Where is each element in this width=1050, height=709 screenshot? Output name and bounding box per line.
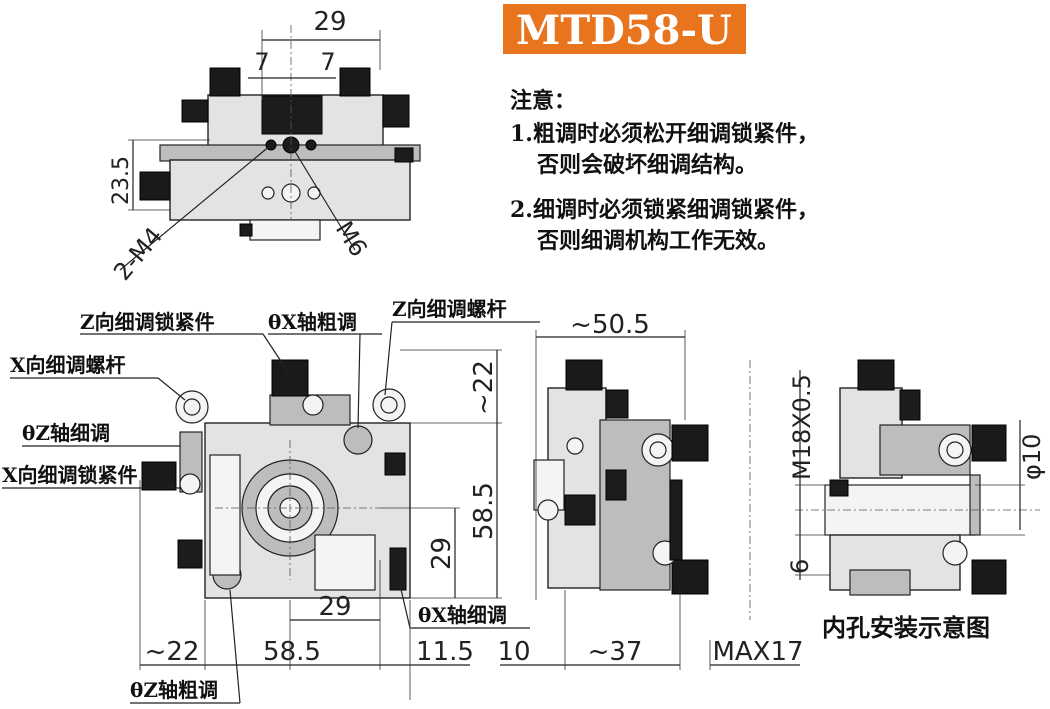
- dim-hole-m18: M18X0.5: [788, 374, 816, 480]
- note-2b: 否则细调机构工作无效。: [536, 228, 779, 254]
- dim-top-2m4: 2-M4: [108, 222, 168, 286]
- label-inner-hole: 内孔安装示意图: [822, 613, 990, 642]
- title-box: [503, 4, 746, 54]
- dim-front-29h: 29: [318, 592, 351, 622]
- top-view: 29 7 7 23.5 2-M4 M6: [108, 7, 421, 286]
- label-theta-x-coarse: θX轴粗调: [268, 310, 357, 334]
- dim-front-29v: 29: [427, 537, 457, 570]
- label-theta-z-coarse: θZ轴粗调: [130, 678, 218, 702]
- inner-hole-view: M18X0.5 φ10 6 内孔安装示意图: [786, 359, 1046, 642]
- label-theta-z-fine: θZ轴细调: [22, 421, 110, 445]
- label-x-fine-lock: X向细调锁紧件: [2, 463, 138, 487]
- side-view: ~50.5 10 ~37 MAX17: [497, 310, 804, 670]
- dim-side-50-5: ~50.5: [570, 310, 650, 340]
- title: MTD58-U: [516, 7, 732, 54]
- dim-side-10: 10: [497, 637, 530, 667]
- note-1b: 否则会破坏细调结构。: [536, 152, 757, 178]
- label-z-fine-lock: Z向细调锁紧件: [80, 310, 215, 334]
- label-theta-x-fine: θX轴细调: [418, 603, 507, 627]
- note-2: 2.细调时必须锁紧细调锁紧件，: [510, 197, 819, 223]
- front-view: Z向细调锁紧件 θX轴粗调 Z向细调螺杆 X向细调螺杆 θZ轴细调 X向细调锁紧…: [2, 297, 540, 704]
- dim-front-11-5: 11.5: [416, 637, 474, 667]
- dim-side-37: ~37: [588, 637, 643, 667]
- dim-top-7a: 7: [254, 48, 269, 76]
- dim-hole-d10: φ10: [1018, 434, 1046, 480]
- notes-heading: 注意：: [510, 88, 576, 114]
- dim-top-23-5: 23.5: [109, 156, 134, 205]
- dim-top-m6: M6: [330, 216, 373, 261]
- label-x-fine-screw: X向细调螺杆: [10, 353, 126, 377]
- dim-front-58-5v: 58.5: [469, 482, 499, 540]
- dim-front-22h: ~22: [145, 637, 200, 667]
- dim-top-29: 29: [313, 7, 346, 37]
- dim-front-58-5h: 58.5: [263, 637, 321, 667]
- label-z-fine-screw: Z向细调螺杆: [392, 297, 507, 321]
- note-1: 1.粗调时必须松开细调锁紧件，: [510, 121, 819, 147]
- dim-side-max17: MAX17: [712, 637, 803, 667]
- dim-top-7b: 7: [320, 48, 335, 76]
- dim-front-22v: ~22: [469, 360, 499, 415]
- dim-hole-6: 6: [786, 559, 814, 574]
